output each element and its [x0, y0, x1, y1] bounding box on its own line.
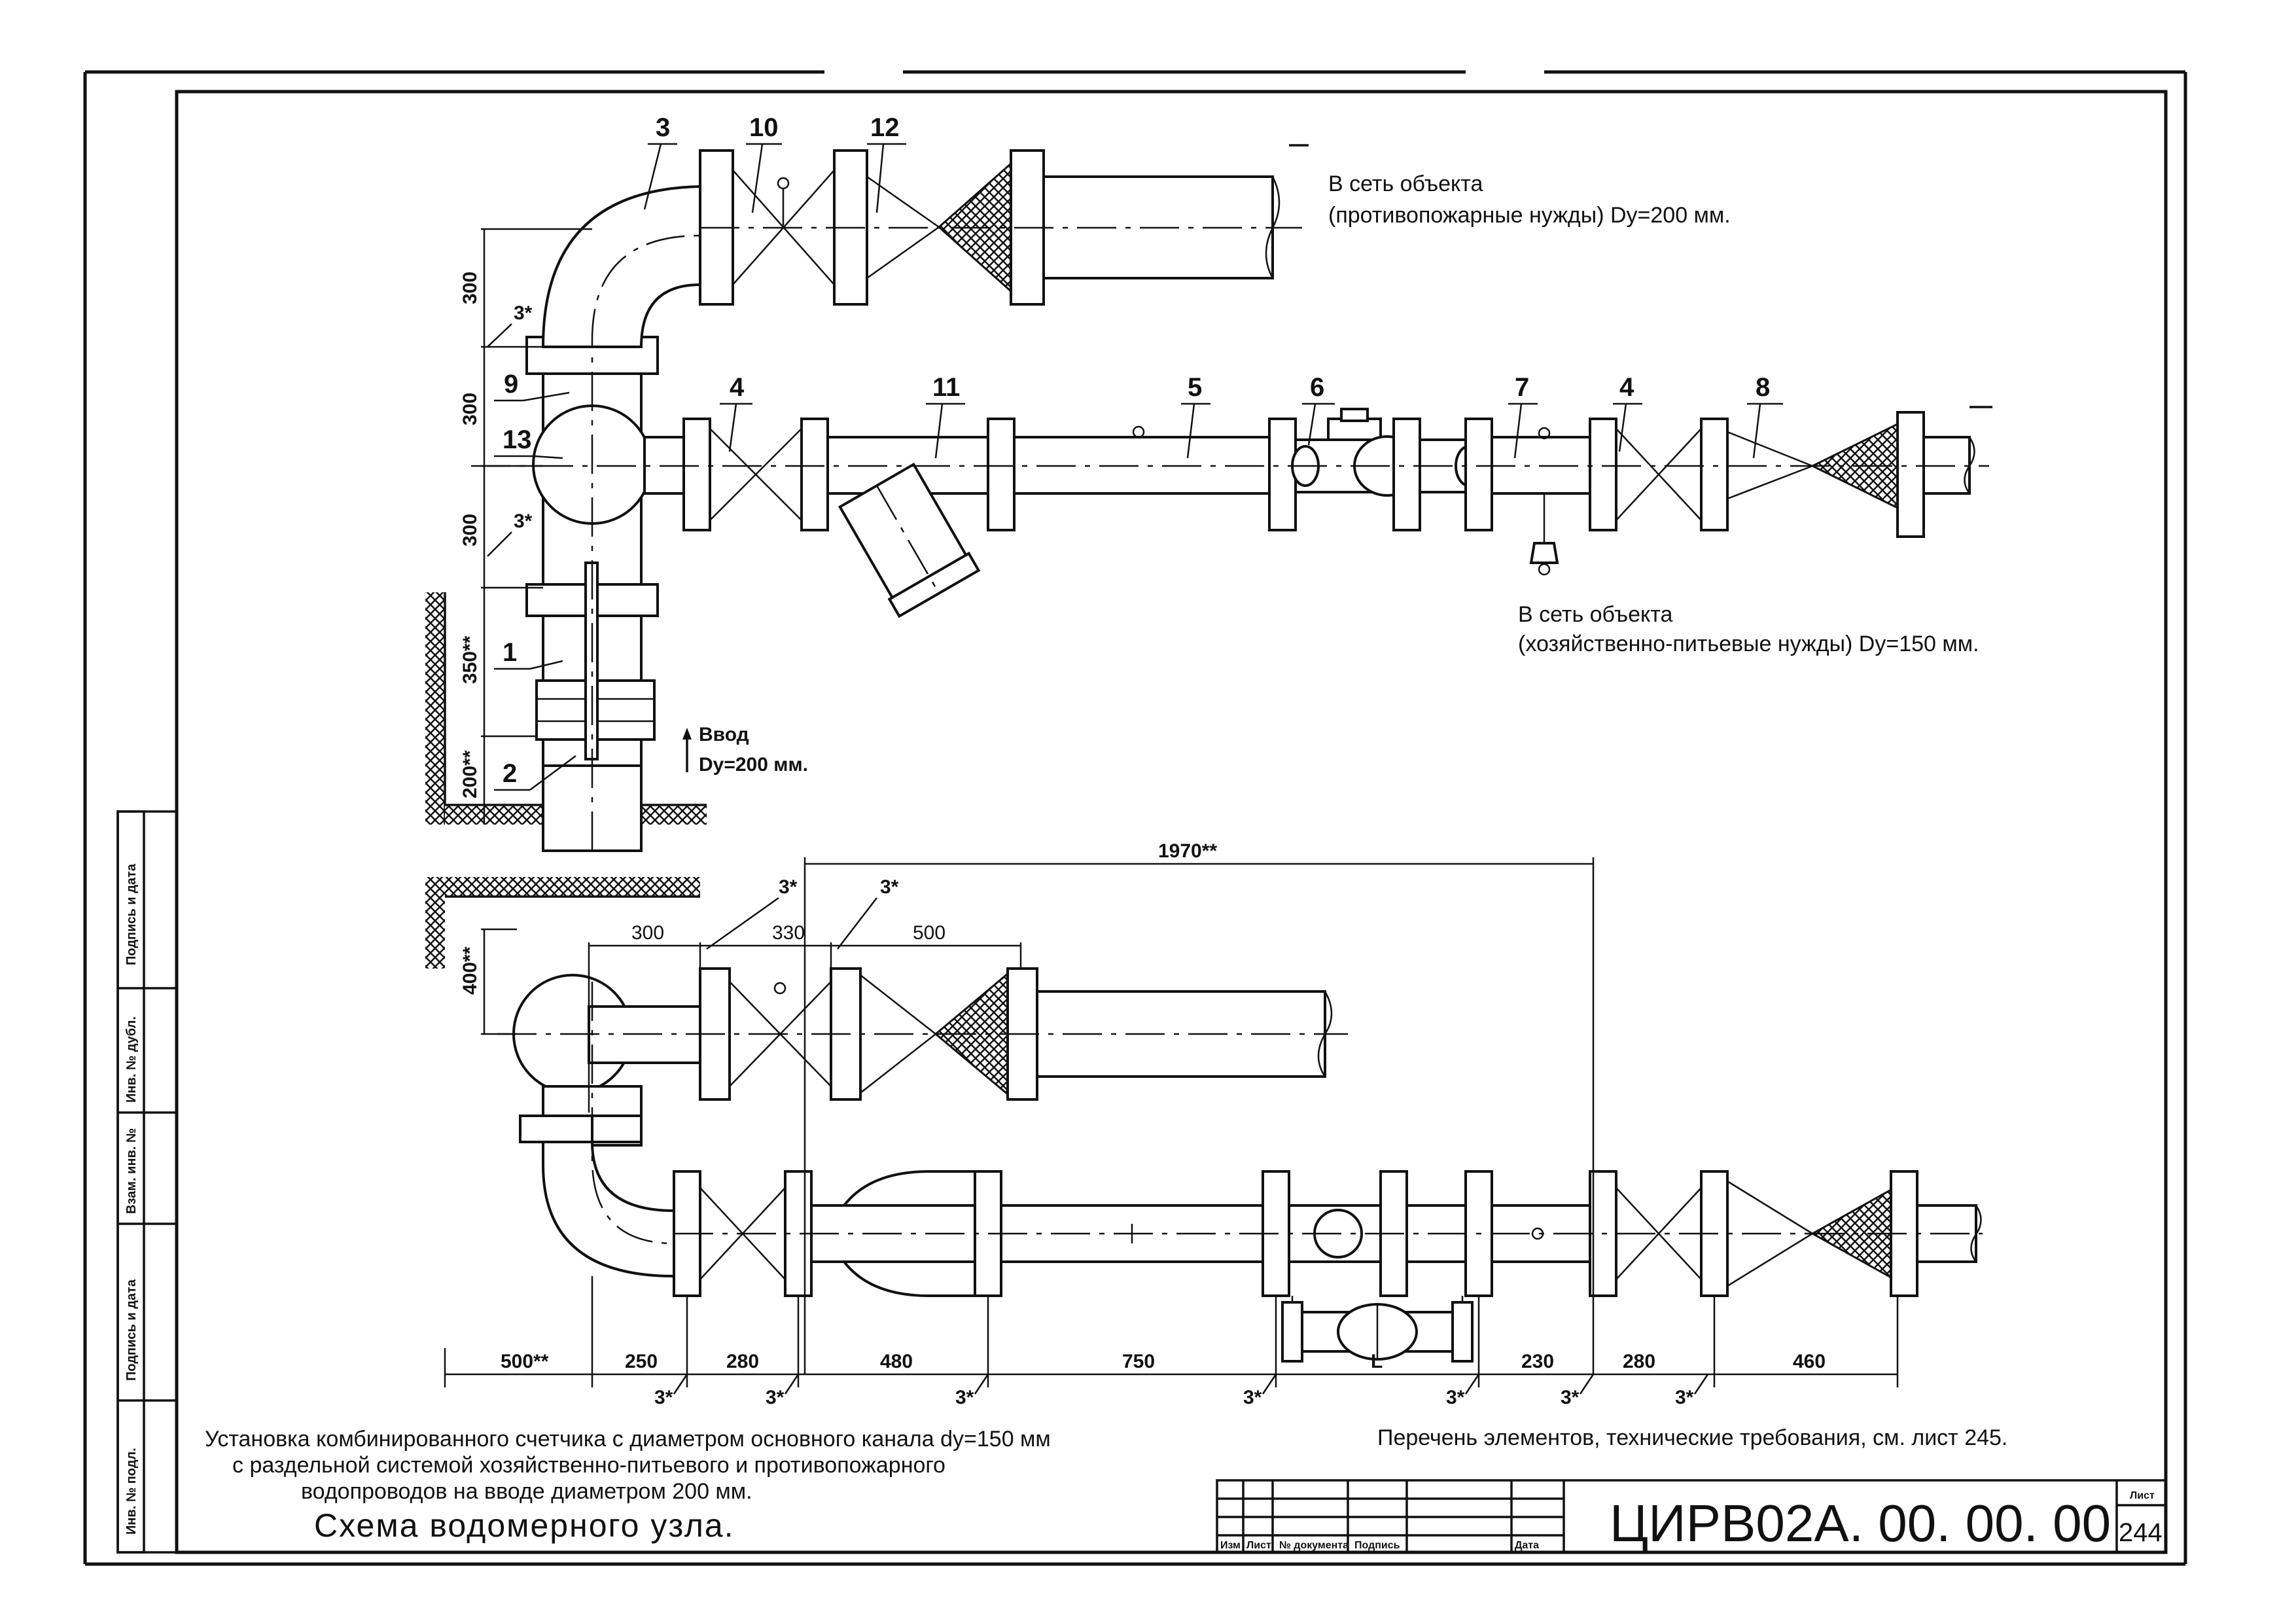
sheet-number: 244: [2119, 1518, 2163, 1547]
drawing-code: ЦИРВ02А. 00. 00. 00: [1610, 1494, 2111, 1552]
fire-note-line2: (противопожарные нужды) Dy=200 мм.: [1328, 203, 1731, 228]
callout-1: 1: [503, 638, 517, 667]
caption-block: Установка комбинированного счетчика с ди…: [205, 1425, 2007, 1544]
col-signature: Подпись: [1354, 1540, 1400, 1551]
dim-350: 350**: [459, 635, 481, 684]
dim-480: 480: [880, 1351, 913, 1372]
dims-plan: 1970** 400** 300 330 500 3* 3* 500** 250…: [444, 840, 1899, 1408]
stamp-signature-date-2: Подпись и дата: [124, 1279, 139, 1381]
dim-400: 400**: [459, 946, 481, 995]
col-izm: Изм: [1220, 1540, 1241, 1551]
callout-9: 9: [504, 370, 518, 399]
dim-750: 750: [1122, 1351, 1155, 1372]
dim-330: 330: [772, 922, 805, 944]
dim-200: 200**: [459, 750, 481, 798]
callout-13: 13: [503, 425, 532, 454]
dim-300-a: 300: [459, 272, 481, 304]
callout-3: 3: [656, 113, 670, 142]
plan-view-diagram: [425, 877, 1983, 1363]
weld-3-c: 3*: [779, 876, 798, 898]
domestic-note-line1: В сеть объекта: [1518, 602, 1672, 627]
stamp-original-no: Инв. № подл.: [124, 1448, 139, 1535]
stamp-duplicate-no: Инв. № дубл.: [124, 1016, 139, 1103]
side-stamp: Подпись и дата Инв. № дубл. Взам. инв. №…: [116, 810, 178, 1554]
inlet-note-line2: Dy=200 мм.: [699, 754, 808, 776]
sheet-frame: [83, 70, 2187, 1566]
dim-300-c: 300: [459, 514, 481, 546]
dim-250: 250: [625, 1351, 658, 1372]
callout-6: 6: [1310, 373, 1324, 402]
col-list: Лист: [1246, 1540, 1271, 1551]
title-block: Изм Лист № документа Подпись Дата ЦИРВ02…: [1216, 1479, 2167, 1554]
dim-500-plan: 500: [913, 922, 945, 944]
weld-bottom-6: 3*: [1561, 1387, 1580, 1408]
caption-line-1: Установка комбинированного счетчика с ди…: [205, 1427, 1051, 1452]
callout-7: 7: [1515, 373, 1529, 402]
caption-line-3: водопроводов на вводе диаметром 200 мм.: [301, 1479, 752, 1504]
plan-wall-hatch: [425, 877, 700, 897]
callout-11: 11: [932, 373, 960, 402]
dim-1970: 1970**: [1158, 840, 1217, 862]
weld-3-d: 3*: [880, 876, 899, 898]
weld-bottom-1: 3*: [654, 1387, 673, 1408]
callout-5: 5: [1188, 373, 1202, 402]
callout-12: 12: [870, 113, 900, 142]
weld-bottom-3: 3*: [955, 1387, 974, 1408]
stamp-signature-date-1: Подпись и дата: [124, 863, 139, 965]
top-view-diagram: [425, 144, 1992, 852]
caption-line-2: с раздельной системой хозяйственно-питье…: [232, 1453, 945, 1478]
drawing-title: Схема водомерного узла.: [314, 1507, 735, 1544]
callout-2: 2: [503, 759, 517, 788]
inlet-note-line1: Ввод: [699, 724, 749, 745]
dim-L: L: [1371, 1351, 1383, 1372]
wall-hatch: [425, 592, 445, 825]
weld-bottom-4: 3*: [1243, 1387, 1262, 1408]
domestic-note-line2: (хозяйственно-питьевые нужды) Dy=150 мм.: [1518, 632, 1979, 656]
weld-bottom-2: 3*: [766, 1387, 785, 1408]
weld-3-a: 3*: [514, 302, 533, 324]
reference-note: Перечень элементов, технические требован…: [1377, 1425, 2007, 1450]
callout-4a: 4: [730, 373, 745, 402]
callouts-top: 3 10 12 9 13 4 11 5 6 7 4 8 1 2: [494, 113, 1783, 791]
weld-3-b: 3*: [514, 510, 533, 532]
dim-300-b: 300: [459, 393, 481, 425]
col-document: № документа: [1279, 1540, 1349, 1551]
dims-top: 300 300 300 350** 200** 3* 3*: [445, 228, 592, 825]
dim-300-plan: 300: [631, 922, 664, 944]
callout-4b: 4: [1619, 373, 1634, 402]
callout-8: 8: [1756, 373, 1770, 402]
callout-10: 10: [749, 113, 779, 142]
dim-230: 230: [1521, 1351, 1554, 1372]
dim-280-b: 280: [1623, 1351, 1655, 1372]
fire-note-line1: В сеть объекта: [1328, 171, 1483, 196]
weld-bottom-5: 3*: [1446, 1387, 1465, 1408]
weld-bottom-7: 3*: [1675, 1387, 1694, 1408]
col-date: Дата: [1515, 1540, 1539, 1551]
sheet-label: Лист: [2130, 1490, 2155, 1501]
dim-460: 460: [1793, 1351, 1826, 1372]
dim-280-a: 280: [726, 1351, 759, 1372]
dim-500-bottom: 500**: [501, 1351, 549, 1372]
notes-top: В сеть объекта (противопожарные нужды) D…: [699, 171, 1979, 776]
stamp-replaced-no: Взам. инв. №: [124, 1128, 139, 1214]
